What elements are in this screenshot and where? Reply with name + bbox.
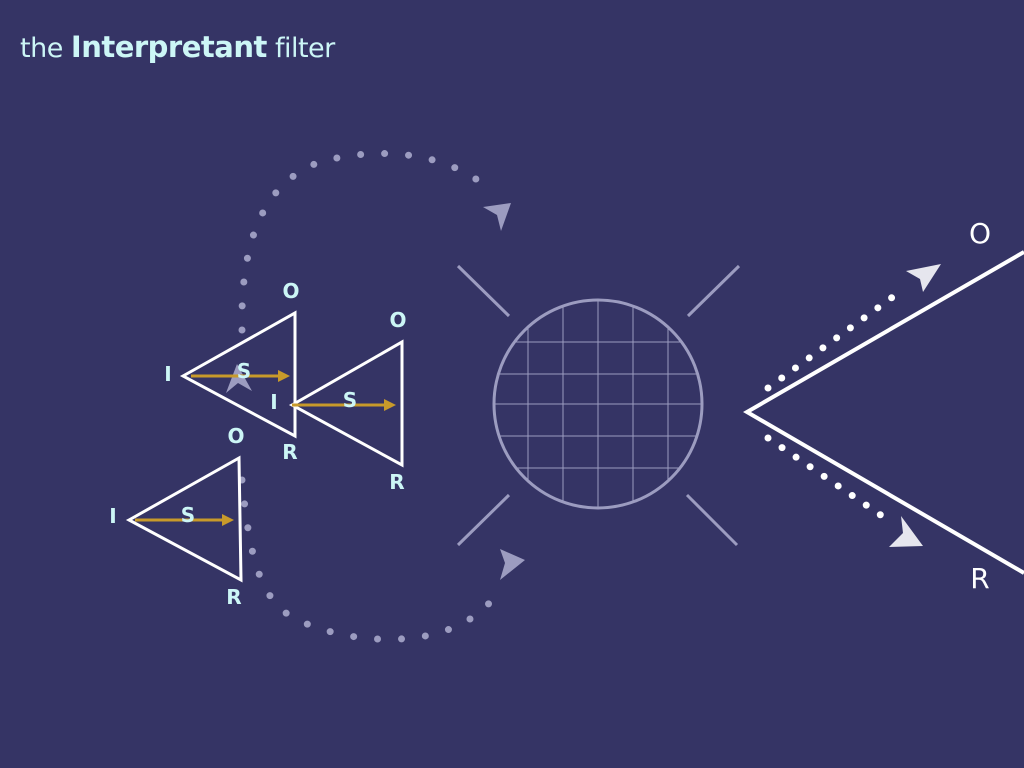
label-o: O xyxy=(389,308,406,332)
filter-ray-bottom-left xyxy=(456,493,511,547)
filter-circle xyxy=(492,298,704,510)
title-prefix: the xyxy=(20,33,63,64)
label-r: R xyxy=(282,440,297,464)
triangle xyxy=(288,339,404,468)
filter-ray-top-left xyxy=(456,264,511,318)
triangle xyxy=(125,455,243,583)
dotted-arrowhead-bottom xyxy=(500,549,525,580)
dotted-arrowhead-left xyxy=(226,364,252,393)
s-arrowhead xyxy=(278,370,290,382)
label-r: R xyxy=(226,585,241,609)
s-arrowhead xyxy=(384,399,396,411)
filter xyxy=(456,264,741,547)
output-label-r: R xyxy=(970,562,989,595)
dotted-loop-bottom xyxy=(238,476,496,643)
label-s: S xyxy=(343,388,357,412)
sign-triangle-2: I S O R xyxy=(270,308,406,494)
output-arrowhead-lower xyxy=(889,516,923,547)
dotted-arrowhead-top xyxy=(483,203,511,231)
s-arrowhead xyxy=(222,514,234,526)
filter-ray-bottom-right xyxy=(685,493,739,547)
output-label-o: O xyxy=(969,217,991,250)
sign-triangle-1: I S O R xyxy=(164,279,299,464)
output-wedge: O R xyxy=(743,217,1024,595)
triangle xyxy=(179,310,297,439)
label-i: I xyxy=(164,362,171,386)
dotted-output-lower xyxy=(764,434,892,524)
dotted-output-upper xyxy=(764,284,909,392)
dotted-loop-top xyxy=(238,150,492,334)
filter-ray-top-right xyxy=(686,264,741,318)
sign-triangle-3: I S O R xyxy=(109,424,244,609)
label-i: I xyxy=(109,504,116,528)
title-emphasis: Interpretant xyxy=(70,30,267,64)
slide-title: the Interpretant filter xyxy=(20,30,335,64)
label-r: R xyxy=(389,470,404,494)
label-s: S xyxy=(237,359,251,383)
label-o: O xyxy=(282,279,299,303)
title-suffix: filter xyxy=(274,33,335,64)
wedge-lines xyxy=(743,250,1024,575)
label-o: O xyxy=(227,424,244,448)
label-s: S xyxy=(181,503,195,527)
output-arrowhead-upper xyxy=(906,264,941,292)
label-i: I xyxy=(270,390,277,414)
